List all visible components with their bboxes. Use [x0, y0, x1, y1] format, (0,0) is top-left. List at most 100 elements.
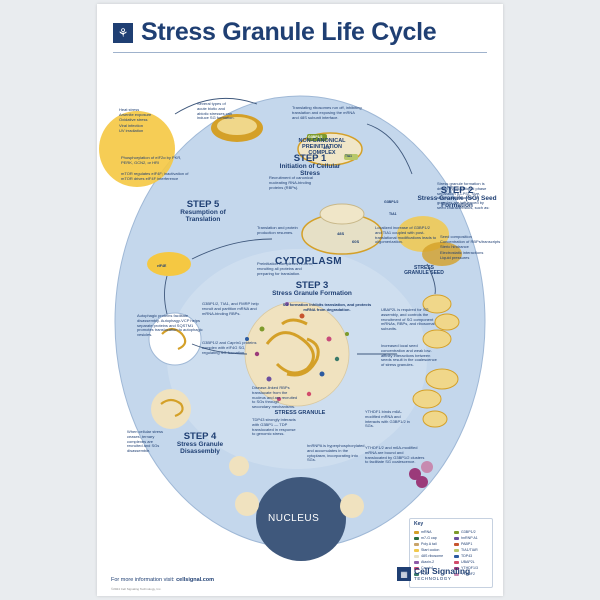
- key-swatch: [414, 566, 419, 570]
- disassembly-mrna: [160, 398, 184, 418]
- tag-tia1: TIA1: [345, 154, 352, 158]
- stress-types-text: Several types of acute biotic and abioti…: [197, 101, 235, 121]
- stress-type-item: Oxidative stress: [119, 117, 148, 123]
- key-column-right: G3BP1/2 hnRNP A1 PABP1 TIA1/TIAR TDP43 U…: [454, 529, 478, 577]
- key-label: Ataxin-2: [421, 560, 435, 564]
- protein-chain: [319, 203, 365, 225]
- key-swatch: [414, 548, 419, 552]
- sg-inhibits-text: SG formation inhibits translation, and p…: [282, 302, 372, 312]
- title-row: ⚘ Stress Granule Life Cycle: [113, 18, 437, 47]
- key-label: FUS: [421, 572, 429, 576]
- tag-eif4e: eIF4E: [157, 264, 167, 268]
- key-item: m7-G cap: [414, 535, 443, 541]
- phospho-text: Phosphorylation of eIF2α by PKR, PERK, G…: [121, 155, 182, 165]
- seed-bullet: Steric hindrance: [440, 244, 469, 250]
- key-title: Key: [414, 521, 424, 527]
- cytoplasm-label: CYTOPLASM: [275, 256, 343, 267]
- step-5-number: STEP 5: [186, 199, 220, 210]
- seed-bullet: Seed composition: [440, 234, 472, 239]
- mtor-text: mTOR regulates eIF4F; inactivation of mT…: [121, 171, 189, 181]
- sg-formation-intro: Stress granule formation is driven by li…: [437, 181, 490, 210]
- key-label: 48S ribosome: [421, 554, 444, 558]
- g3bp-tia-text: G3BP1/2, TIA1, and FMRP help recruit and…: [202, 301, 259, 316]
- recruit-text: Recruitment of canonical nucleating RNA-…: [269, 175, 314, 190]
- brand-logo: ▦ Cell Signaling TECHNOLOGY: [397, 567, 470, 581]
- translation-complex-left: [147, 252, 191, 276]
- key-swatch: [454, 536, 459, 540]
- translating-text: Translating ribosomes run off, inhibitin…: [292, 105, 362, 120]
- disease-text: Disease-linked RBPs translocate from the…: [252, 385, 298, 410]
- key-item: FUS: [414, 571, 443, 577]
- tag-48s: 48S: [337, 231, 345, 236]
- granule-mrna-2: [286, 337, 320, 377]
- diagram-canvas: [99, 95, 486, 561]
- translation-resumes-text: Translation and protein production resum…: [257, 225, 298, 235]
- seed-bullet: Liquid pressures: [440, 254, 470, 260]
- small-granule-2: [340, 494, 364, 518]
- seed-bullet: Concentration of RBPs/transcripts: [440, 239, 501, 245]
- stress-granule-label: STRESS GRANULE: [274, 410, 326, 416]
- stress-type-item: Heat stress: [119, 107, 140, 112]
- small-granule-1: [235, 492, 259, 516]
- key-swatch: [454, 542, 459, 546]
- key-item: PABP1: [454, 541, 478, 547]
- granule-mrna-1: [265, 331, 315, 375]
- tag-60s: 60S: [352, 239, 360, 244]
- seed-bullet: Electrostatic interactions: [440, 249, 484, 255]
- key-item: G3BP1/2: [454, 529, 478, 535]
- autophagy-text: Autophagic proteins facilitate disassemb…: [137, 313, 203, 338]
- copyright: ©2024 Cell Signaling Technology, Inc.: [111, 587, 162, 591]
- stress-type-list: Heat stress Arsenite exposure Oxidative …: [119, 107, 151, 133]
- nucleus-label: NUCLEUS: [268, 513, 320, 524]
- step-4-number: STEP 4: [183, 431, 217, 442]
- vesicle-mrna: [161, 327, 187, 351]
- tree-logo-icon: ⚘: [113, 22, 133, 43]
- tag-g3bp: G3BP1/2: [308, 135, 323, 139]
- key-swatch: [454, 566, 459, 570]
- step-1-number: STEP 1: [293, 153, 327, 164]
- granule-mrna-3: [281, 318, 308, 326]
- key-label: m7-G cap: [421, 536, 437, 540]
- step-5: STEP 5 Resumption of Translation: [173, 200, 233, 224]
- brand-tag: TECHNOLOGY: [414, 575, 452, 581]
- footer-url[interactable]: cellsignal.com: [176, 577, 215, 583]
- step-3-number: STEP 3: [295, 280, 329, 291]
- key-label: PABP1: [461, 542, 473, 546]
- key-label: TIA1/TIAR: [461, 548, 478, 552]
- key-item: Start codon: [414, 547, 443, 553]
- key-label: TDP43: [461, 554, 473, 558]
- key-label: YTHDF1/3: [461, 566, 478, 570]
- step-3-title: Stress Granule Formation: [272, 289, 352, 297]
- brand-name: Cell Signaling: [414, 566, 471, 577]
- key-swatch: [414, 572, 419, 576]
- noncanonical-label: NON-CANONICAL PREINITIATION COMPLEX: [298, 138, 346, 156]
- step-1: STEP 1 Initiation of Cellular Stress: [275, 154, 345, 178]
- key-swatch: [454, 554, 459, 558]
- key-item: YTHDF2: [454, 571, 478, 577]
- ythdf-text: YTHDF1 binds m6A-modified mRNA and inter…: [365, 409, 410, 429]
- key-item: UBAP2L: [454, 559, 478, 565]
- cst-logo-icon: ▦: [397, 567, 411, 581]
- key-swatch: [414, 554, 419, 558]
- key-swatch: [454, 548, 459, 552]
- key-label: Poly A tail: [421, 542, 437, 546]
- step-2-title: Stress Granule (SG) Seed Formation: [417, 194, 497, 209]
- key-label: UBAP2L: [461, 560, 475, 564]
- key-label: mRNA: [421, 530, 432, 534]
- footer-prefix: For more information visit:: [111, 577, 175, 583]
- poster-title: Stress Granule Life Cycle: [141, 18, 437, 46]
- key-swatch: [414, 542, 419, 546]
- granule-protein-dots: [245, 302, 349, 401]
- disassembly-text: When cellular stress ceases, ternary com…: [127, 429, 164, 454]
- key-item: 48S ribosome: [414, 553, 443, 559]
- tdp43-text: TDP43 strongly interacts with G3BP1 — TD…: [252, 417, 296, 437]
- step-3: STEP 3 Stress Granule Formation: [262, 281, 362, 298]
- seed-cluster-b: [422, 242, 462, 266]
- stress-type-item: Arsenite exposure: [119, 112, 152, 118]
- key-label: YTHDF2: [461, 572, 475, 576]
- autophagy-vesicle: [148, 312, 202, 366]
- title-divider: [113, 52, 487, 53]
- small-granule-3: [229, 456, 249, 476]
- seed-chain: [412, 294, 460, 428]
- key-item: YTHDF1/3: [454, 565, 478, 571]
